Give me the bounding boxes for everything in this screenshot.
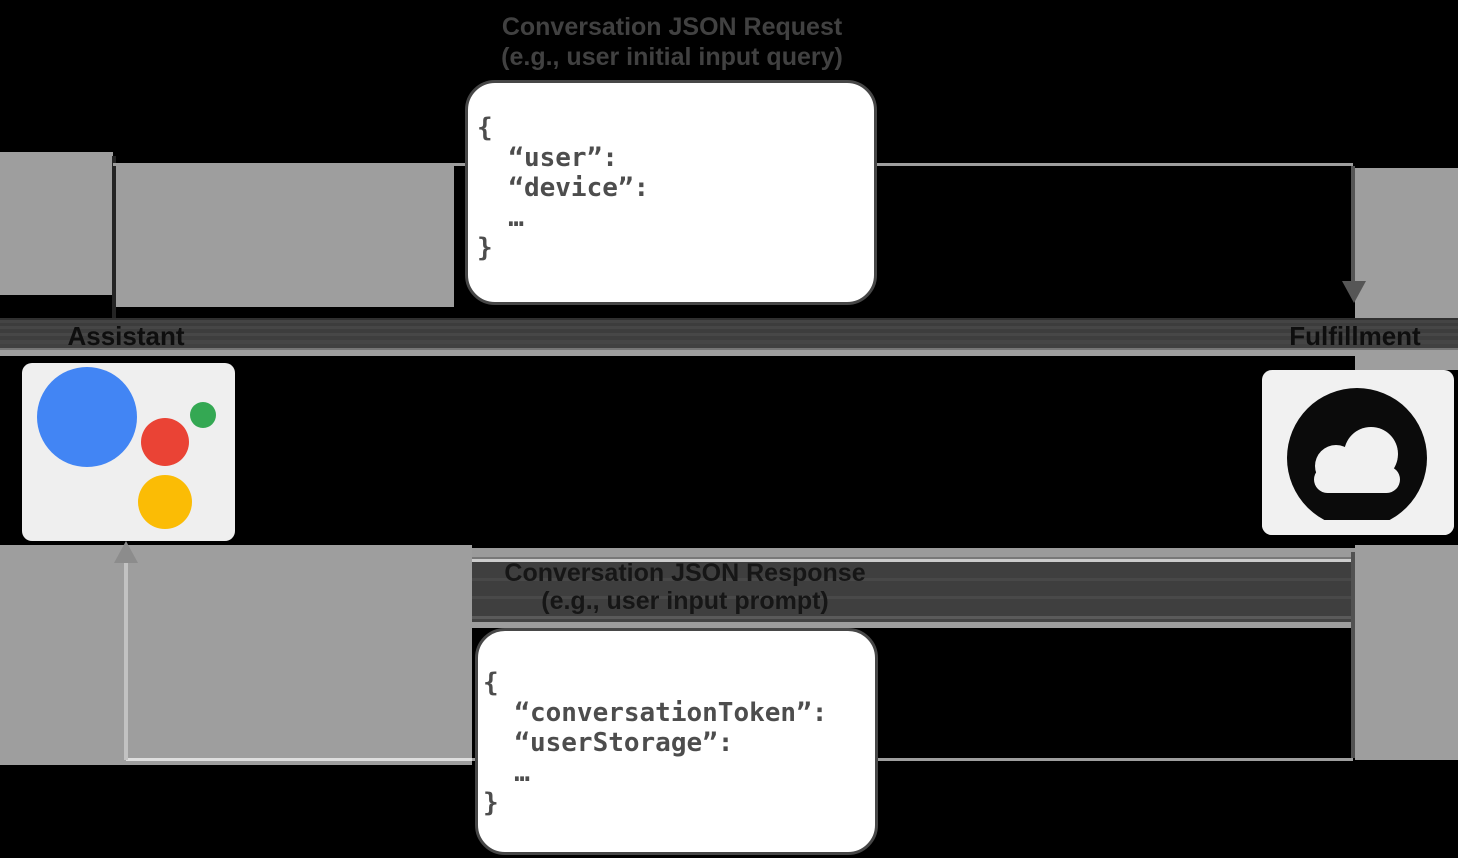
response-title: Conversation JSON Response (e.g., user i…	[185, 559, 1185, 615]
request-arrowhead-icon	[1342, 281, 1366, 303]
request-title-line2: (e.g., user initial input query)	[501, 43, 843, 71]
assistant-blue-circle	[37, 367, 137, 467]
request-title: Conversation JSON Request (e.g., user in…	[0, 12, 1344, 72]
gray-field-top-left-b	[115, 163, 454, 307]
request-arrow-stem	[112, 156, 116, 318]
gray-field-top-left-a	[0, 152, 113, 295]
assistant-red-circle	[141, 418, 189, 466]
gray-field-bottom-left	[0, 545, 472, 765]
node-label-band	[0, 318, 1458, 356]
gray-field-bottom-right	[1355, 545, 1458, 760]
request-title-line1: Conversation JSON Request	[501, 13, 843, 41]
assistant-node	[22, 363, 235, 541]
assistant-label: Assistant	[67, 321, 185, 351]
response-title-line1: Conversation JSON Response	[504, 559, 866, 587]
response-json-box: { “conversationToken”: “userStorage”: … …	[475, 628, 878, 855]
assistant-yellow-circle	[138, 475, 192, 529]
response-arrowhead-icon	[114, 541, 138, 563]
request-arrow-vertical-line	[1351, 166, 1355, 282]
fulfillment-label: Fulfillment	[1289, 321, 1421, 351]
assistant-green-circle	[190, 402, 216, 428]
response-arrow-vertical-right	[1351, 552, 1355, 758]
request-json-code: { “user”: “device”: … }	[477, 113, 650, 263]
cloud-fulfillment-icon	[1262, 388, 1454, 535]
fulfillment-node	[1262, 370, 1454, 535]
response-json-code: { “conversationToken”: “userStorage”: … …	[483, 668, 828, 818]
response-label-band	[472, 548, 1355, 628]
request-json-box: { “user”: “device”: … }	[465, 80, 877, 305]
response-title-line2: (e.g., user input prompt)	[541, 587, 829, 615]
response-arrow-vertical-left	[124, 562, 128, 760]
